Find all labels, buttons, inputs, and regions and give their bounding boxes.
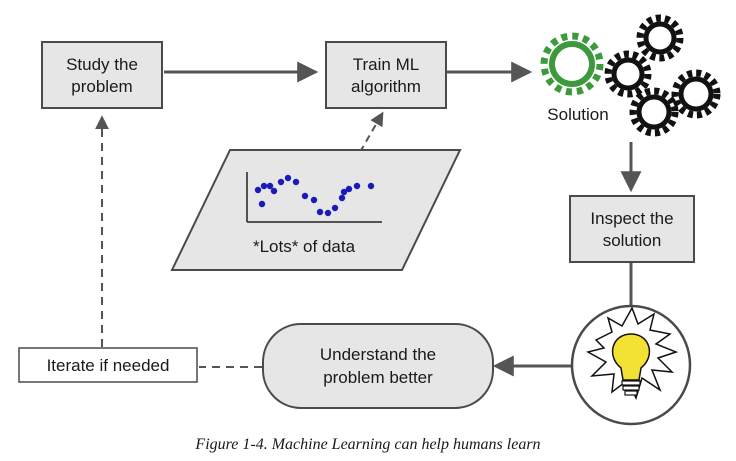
understand-line2: problem better <box>323 368 433 387</box>
dashed-data-to-train <box>359 111 384 153</box>
solution-gears: Solution <box>540 14 721 137</box>
study-problem-box: Study the problem <box>41 41 163 109</box>
solution-label: Solution <box>547 105 608 124</box>
study-line1: Study the <box>66 55 138 74</box>
train-algorithm-box: Train ML algorithm <box>325 41 447 109</box>
inspect-line1: Inspect the <box>590 209 673 228</box>
gear-icon <box>629 87 679 137</box>
scatter-plot-icon <box>246 172 382 223</box>
gear-icon <box>671 69 721 119</box>
light-bulb-icon <box>570 304 692 426</box>
data-parallelogram: *Lots* of data <box>170 149 462 271</box>
gear-icon <box>636 14 684 62</box>
inspect-solution-box: Inspect the solution <box>569 195 695 263</box>
data-label: *Lots* of data <box>253 237 356 256</box>
understand-line1: Understand the <box>320 345 436 364</box>
study-line2: problem <box>71 77 132 96</box>
train-line1: Train ML <box>353 55 419 74</box>
iterate-box: Iterate if needed <box>18 347 198 383</box>
connectors <box>95 61 642 377</box>
understand-problem-box: Understand the problem better <box>262 323 494 409</box>
inspect-line2: solution <box>603 231 662 250</box>
train-line2: algorithm <box>351 77 421 96</box>
iterate-label: Iterate if needed <box>47 356 170 375</box>
gear-icon <box>604 50 652 98</box>
figure-caption: Figure 1-4. Machine Learning can help hu… <box>195 436 541 453</box>
